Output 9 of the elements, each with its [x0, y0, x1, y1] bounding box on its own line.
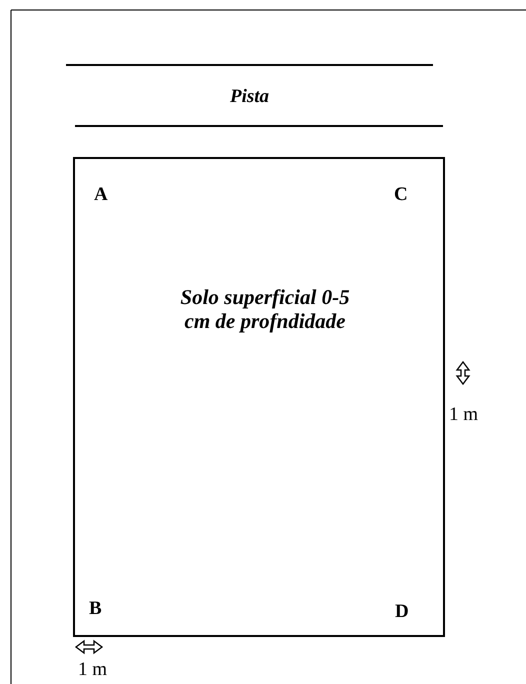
corner-label: D: [395, 602, 409, 621]
dimension-label: 1 m: [78, 660, 108, 679]
area-description: Solo superficial 0-5 cm de profndidade: [180, 285, 350, 334]
dimension-label: 1 m: [449, 405, 478, 424]
sampling-area: [73, 157, 445, 637]
corner-label: B: [89, 599, 102, 618]
road-label: Pista: [230, 87, 270, 106]
corner-label: C: [394, 185, 408, 204]
corner-label: A: [94, 185, 108, 204]
